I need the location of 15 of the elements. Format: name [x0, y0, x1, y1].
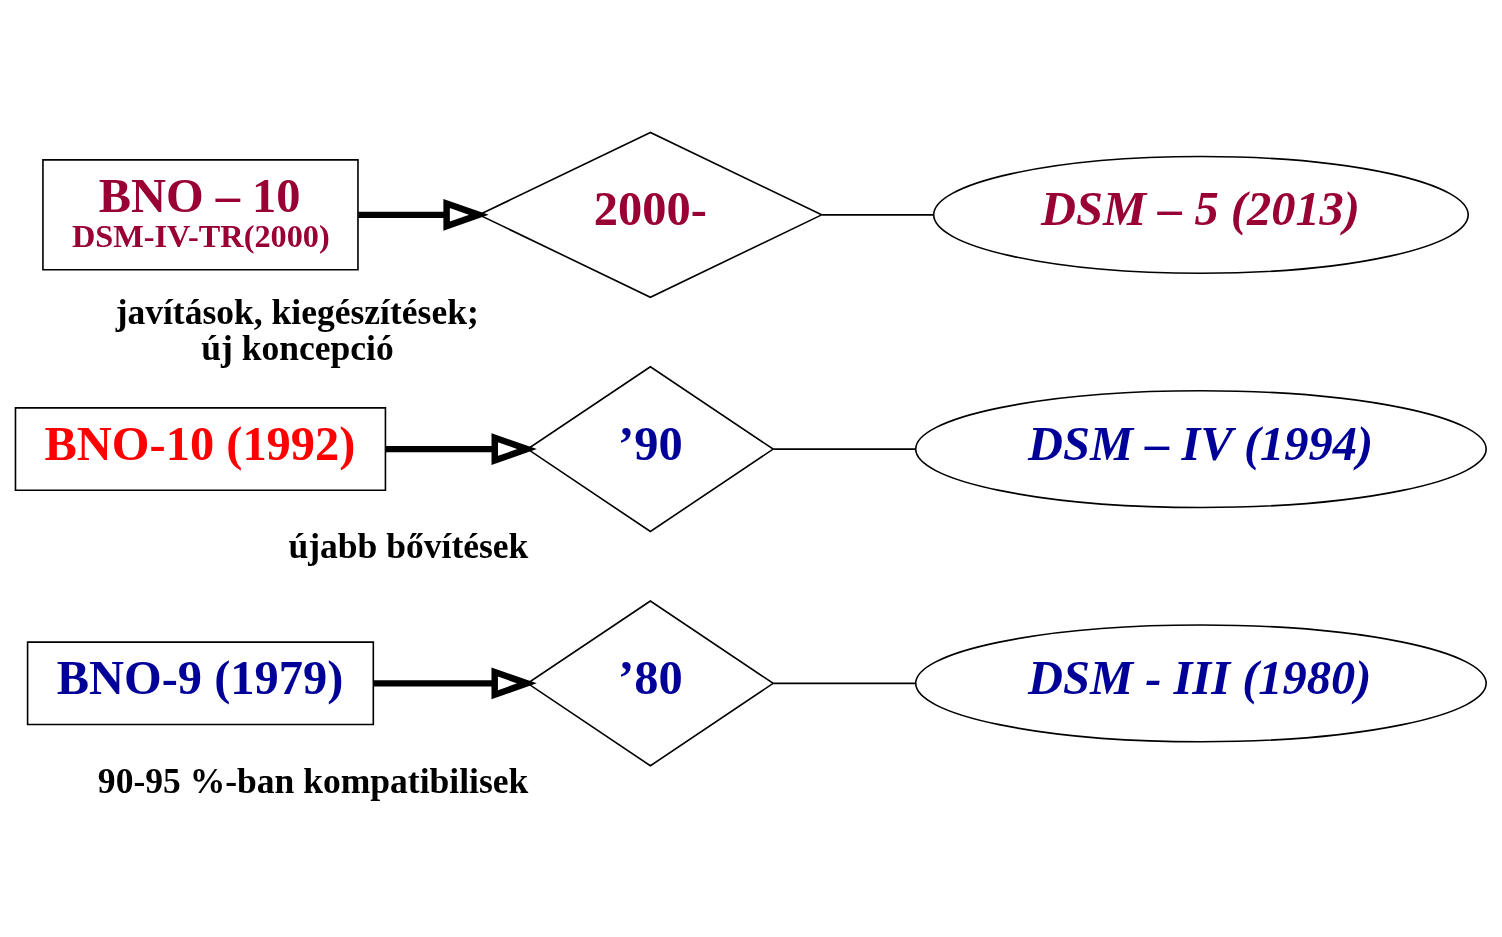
- node-ellipse: DSM – IV (1994): [914, 389, 1487, 509]
- connector: [772, 682, 917, 685]
- arrow: [358, 199, 489, 231]
- connector: [821, 214, 935, 216]
- node-ellipse: DSM – 5 (2013): [932, 155, 1469, 274]
- node-box: BNO-9 (1979): [26, 641, 375, 726]
- node-box: BNO – 10 DSM-IV-TR(2000): [42, 159, 359, 271]
- connector: [772, 448, 917, 450]
- node-box: BNO-10 (1992): [14, 407, 387, 492]
- node-ellipse: DSM - III (1980): [914, 624, 1487, 743]
- node-label: 90-95 %-ban kompatibilisek: [97, 760, 529, 801]
- arrow: [385, 433, 537, 465]
- node-label: javítások, kiegészítések;: [115, 292, 479, 333]
- node-label: újabb bővítések: [288, 526, 529, 567]
- arrow: [373, 667, 537, 700]
